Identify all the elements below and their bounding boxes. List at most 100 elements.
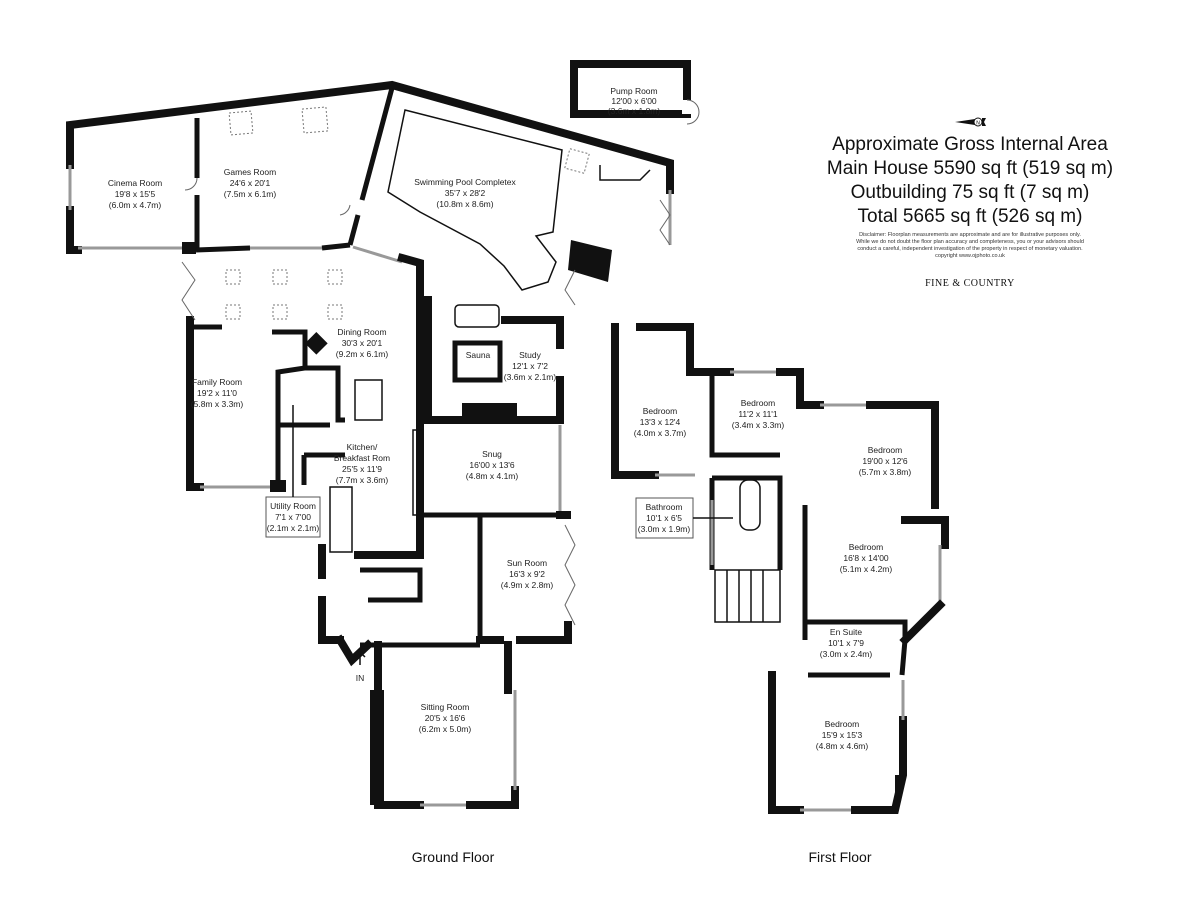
- svg-text:Family Room: Family Room: [192, 377, 242, 387]
- svg-text:Sitting Room: Sitting Room: [421, 702, 470, 712]
- svg-text:20'5 x 16'6: 20'5 x 16'6: [425, 713, 466, 723]
- room-label-sun-room: Sun Room 16'3 x 9'2 (4.9m x 2.8m): [501, 558, 554, 590]
- entrance-label: IN: [356, 673, 365, 683]
- svg-text:(4.8m x 4.6m): (4.8m x 4.6m): [816, 741, 869, 751]
- svg-text:(3.0m x 2.4m): (3.0m x 2.4m): [820, 649, 873, 659]
- room-label-dining-room: Dining Room 30'3 x 20'1 (9.2m x 6.1m): [336, 327, 389, 359]
- svg-text:(5.1m x 4.2m): (5.1m x 4.2m): [840, 564, 893, 574]
- room-label-family-room: Family Room 19'2 x 11'0 (5.8m x 3.3m): [191, 377, 244, 409]
- svg-text:(3.0m x 1.9m): (3.0m x 1.9m): [638, 524, 691, 534]
- family-room-wall: [186, 316, 204, 491]
- svg-text:(4.0m x 3.7m): (4.0m x 3.7m): [634, 428, 687, 438]
- room-label-bathroom: Bathroom 10'1 x 6'5 (3.0m x 1.9m): [635, 497, 733, 539]
- svg-text:16'3 x 9'2: 16'3 x 9'2: [509, 569, 545, 579]
- room-label-pump-room: Pump Room 12'00 x 6'00 (3.6m x 1.8m): [608, 86, 661, 116]
- svg-text:Utility Room: Utility Room: [270, 501, 316, 511]
- ground-floor-plan: [66, 60, 700, 809]
- room-label-bedroom-1: Bedroom 13'3 x 12'4 (4.0m x 3.7m): [634, 406, 687, 438]
- svg-text:12'1 x 7'2: 12'1 x 7'2: [512, 361, 548, 371]
- room-label-bedroom-3: Bedroom 19'00 x 12'6 (5.7m x 3.8m): [859, 445, 912, 477]
- svg-text:(9.2m x 6.1m): (9.2m x 6.1m): [336, 349, 389, 359]
- main-house-area: Main House 5590 sq ft (519 sq m): [826, 158, 1114, 179]
- room-label-sitting-room: Sitting Room 20'5 x 16'6 (6.2m x 5.0m): [419, 702, 472, 734]
- svg-text:13'3 x 12'4: 13'3 x 12'4: [640, 417, 681, 427]
- svg-text:16'8 x 14'00: 16'8 x 14'00: [843, 553, 889, 563]
- svg-text:Dining Room: Dining Room: [337, 327, 386, 337]
- disclaimer-line: conduct a careful, independent investiga…: [857, 246, 1083, 252]
- disclaimer-line: Disclaimer: Floorplan measurements are a…: [859, 232, 1081, 238]
- ground-floor-title: Ground Floor: [412, 849, 495, 865]
- svg-text:11'2 x 11'1: 11'2 x 11'1: [738, 409, 778, 419]
- room-label-utility-room: Utility Room 7'1 x 7'00 (2.1m x 2.1m): [265, 405, 321, 538]
- first-floor-plan: [611, 323, 949, 814]
- svg-text:(4.8m x 4.1m): (4.8m x 4.1m): [466, 471, 519, 481]
- svg-text:19'00 x 12'6: 19'00 x 12'6: [862, 456, 908, 466]
- svg-text:35'7 x 28'2: 35'7 x 28'2: [445, 188, 486, 198]
- svg-text:(3.6m x 1.8m): (3.6m x 1.8m): [608, 106, 661, 116]
- svg-text:15'9 x 15'3: 15'9 x 15'3: [822, 730, 863, 740]
- room-label-sauna: Sauna: [466, 350, 491, 360]
- room-label-bedroom-5: Bedroom 15'9 x 15'3 (4.8m x 4.6m): [816, 719, 869, 751]
- svg-text:Swimming Pool Completex: Swimming Pool Completex: [414, 177, 516, 187]
- area-heading: Approximate Gross Internal Area: [832, 134, 1108, 155]
- area-summary: Approximate Gross Internal Area Main Hou…: [790, 133, 1150, 289]
- svg-text:Snug: Snug: [482, 449, 502, 459]
- svg-text:N: N: [976, 121, 980, 127]
- compass-icon: N: [955, 117, 986, 127]
- svg-text:(3.6m x 2.1m): (3.6m x 2.1m): [504, 372, 557, 382]
- room-label-kitchen: Kitchen/ Breakfast Rom 25'5 x 11'9 (7.7m…: [334, 442, 390, 485]
- room-label-bedroom-2: Bedroom 11'2 x 11'1 (3.4m x 3.3m): [732, 398, 785, 430]
- ground-floor-labels: Pump Room 12'00 x 6'00 (3.6m x 1.8m) Cin…: [108, 86, 661, 865]
- svg-text:16'00 x 13'6: 16'00 x 13'6: [469, 460, 515, 470]
- pump-room-walls: [570, 60, 691, 118]
- svg-text:(10.8m x 8.6m): (10.8m x 8.6m): [436, 199, 493, 209]
- svg-text:10'1 x 6'5: 10'1 x 6'5: [646, 513, 682, 523]
- copyright-line: copyright www.ojphoto.co.uk: [935, 253, 1005, 259]
- svg-text:(7.7m x 3.6m): (7.7m x 3.6m): [336, 475, 389, 485]
- svg-text:(2.1m x 2.1m): (2.1m x 2.1m): [267, 523, 320, 533]
- svg-text:Study: Study: [519, 350, 541, 360]
- svg-text:Bedroom: Bedroom: [849, 542, 884, 552]
- total-area: Total 5665 sq ft (526 sq m): [857, 206, 1083, 227]
- svg-text:(3.4m x 3.3m): (3.4m x 3.3m): [732, 420, 785, 430]
- svg-text:(7.5m x 6.1m): (7.5m x 6.1m): [224, 189, 277, 199]
- svg-text:Pump Room: Pump Room: [610, 86, 657, 96]
- svg-text:10'1 x 7'9: 10'1 x 7'9: [828, 638, 864, 648]
- room-label-study: Study 12'1 x 7'2 (3.6m x 2.1m): [504, 350, 557, 382]
- first-floor-labels: Bedroom 13'3 x 12'4 (4.0m x 3.7m) Bedroo…: [634, 398, 912, 865]
- room-label-cinema-room: Cinema Room 19'8 x 15'5 (6.0m x 4.7m): [108, 178, 162, 210]
- sitting-room-wall: [374, 641, 424, 809]
- skylights: [225, 269, 343, 320]
- disclaimer-line: While we do not doubt the floor plan acc…: [856, 239, 1084, 245]
- room-label-games-room: Games Room 24'6 x 20'1 (7.5m x 6.1m): [224, 167, 277, 199]
- svg-text:Bedroom: Bedroom: [868, 445, 903, 455]
- svg-text:Sun Room: Sun Room: [507, 558, 547, 568]
- svg-text:30'3 x 20'1: 30'3 x 20'1: [342, 338, 383, 348]
- fine-country-logo: FINE & COUNTRY: [925, 278, 1015, 289]
- svg-text:Breakfast Rom: Breakfast Rom: [334, 453, 390, 463]
- svg-text:Bathroom: Bathroom: [646, 502, 683, 512]
- outbuilding-area: Outbuilding 75 sq ft (7 sq m): [850, 182, 1090, 203]
- svg-text:Kitchen/: Kitchen/: [347, 442, 378, 452]
- room-label-en-suite: En Suite 10'1 x 7'9 (3.0m x 2.4m): [820, 627, 873, 659]
- svg-text:Bedroom: Bedroom: [741, 398, 776, 408]
- entrance-arrow-icon: [354, 650, 366, 665]
- svg-text:24'6 x 20'1: 24'6 x 20'1: [230, 178, 271, 188]
- svg-text:19'2 x 11'0: 19'2 x 11'0: [197, 388, 237, 398]
- svg-text:(6.2m x 5.0m): (6.2m x 5.0m): [419, 724, 472, 734]
- svg-text:Bedroom: Bedroom: [643, 406, 678, 416]
- svg-text:Bedroom: Bedroom: [825, 719, 860, 729]
- first-floor-title: First Floor: [809, 849, 872, 865]
- room-label-snug: Snug 16'00 x 13'6 (4.8m x 4.1m): [466, 449, 519, 481]
- svg-text:(4.9m x 2.8m): (4.9m x 2.8m): [501, 580, 554, 590]
- svg-text:(5.8m x 3.3m): (5.8m x 3.3m): [191, 399, 244, 409]
- svg-text:En Suite: En Suite: [830, 627, 862, 637]
- svg-text:12'00 x 6'00: 12'00 x 6'00: [611, 96, 657, 106]
- svg-text:19'8 x 15'5: 19'8 x 15'5: [115, 189, 156, 199]
- svg-text:(6.0m x 4.7m): (6.0m x 4.7m): [109, 200, 162, 210]
- outbuilding-outer-wall: [66, 80, 674, 194]
- swimming-pool: [387, 109, 563, 291]
- disclaimer: Disclaimer: Floorplan measurements are a…: [790, 232, 1150, 260]
- room-label-bedroom-4: Bedroom 16'8 x 14'00 (5.1m x 4.2m): [840, 542, 893, 574]
